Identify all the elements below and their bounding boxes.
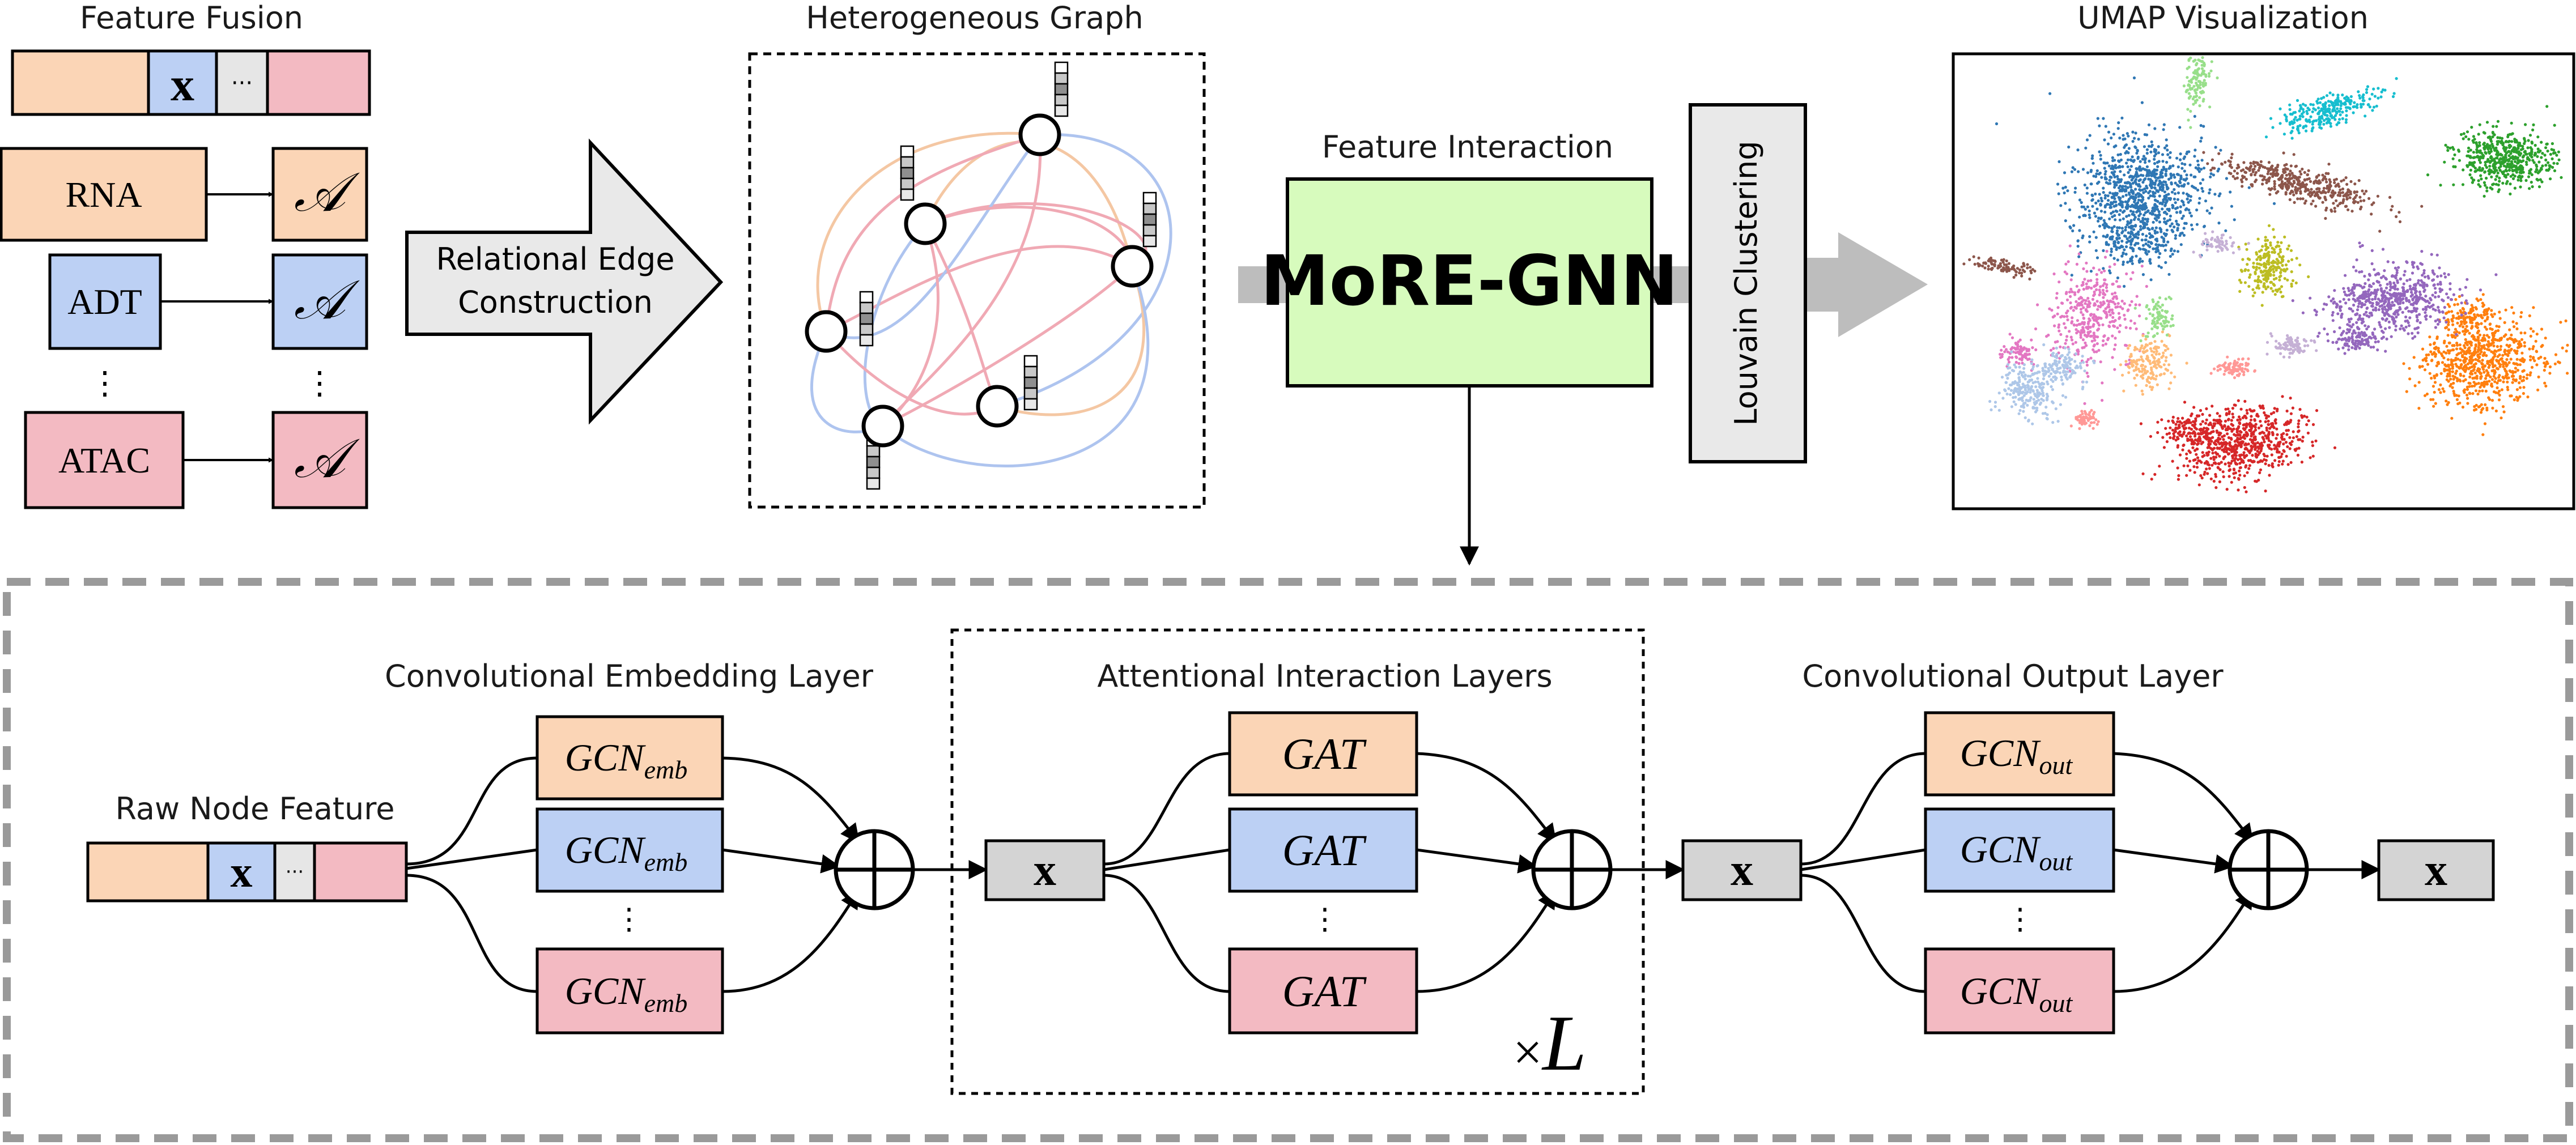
modality-rna: RNA 𝒜 xyxy=(1,148,367,240)
graph-node xyxy=(864,407,902,445)
hidden-x-box-2: x xyxy=(1683,841,1801,900)
graph-edge xyxy=(883,266,1148,466)
graph-node xyxy=(906,205,945,243)
gcn-out-sub-3: out xyxy=(2039,989,2073,1018)
embedding-layer-title: Convolutional Embedding Layer xyxy=(385,658,874,694)
gat-block-2: GAT xyxy=(1230,809,1417,891)
heterogeneous-graph-panel: Heterogeneous Graph xyxy=(750,0,1204,507)
raw-node-feature-title: Raw Node Feature xyxy=(116,791,395,827)
edge-construction-line2: Construction xyxy=(458,284,653,320)
edge-construction-line1: Relational Edge xyxy=(436,241,674,277)
gcn-emb-vdots: ⋮ xyxy=(614,904,644,936)
raw-dots: ··· xyxy=(286,861,304,883)
gcn-emb-sub-2: emb xyxy=(644,848,688,876)
gcn-emb-base-1: GCN xyxy=(565,736,646,779)
gcn-out-sub-1: out xyxy=(2039,751,2073,780)
gcn-out-base-1: GCN xyxy=(1960,731,2041,774)
gat-block-1: GAT xyxy=(1230,713,1417,795)
detail-panel: Raw Node Feature x ··· Convolutional Emb… xyxy=(88,630,2493,1093)
graph-edge xyxy=(997,266,1144,415)
interaction-layers-title: Attentional Interaction Layers xyxy=(1097,658,1552,694)
more-gnn-label: MoRE-GNN xyxy=(1260,241,1678,321)
node-feature-stack xyxy=(1144,193,1156,246)
hidden-x-label-1: x xyxy=(1034,845,1056,895)
gat-block-3: GAT xyxy=(1230,949,1417,1033)
node-feature-stack xyxy=(1055,62,1068,116)
modality-adt: ADT 𝒜 xyxy=(50,255,367,348)
output-x-label: x xyxy=(2425,845,2447,895)
umap-panel: UMAP Visualization xyxy=(1953,0,2574,509)
raw-x-symbol: x xyxy=(231,847,253,896)
gcn-out-block-1: GCNout xyxy=(1925,713,2114,795)
l-symbol: L xyxy=(1541,999,1587,1087)
louvain-label: Louvain Clustering xyxy=(1728,141,1764,425)
modality-adt-label: ADT xyxy=(67,282,142,322)
node-feature-stack xyxy=(860,292,873,346)
feature-fusion-title: Feature Fusion xyxy=(80,0,303,36)
gcn-out-base-2: GCN xyxy=(1960,828,2041,871)
relational-edge-construction-arrow: Relational Edge Construction xyxy=(407,143,721,420)
louvain-clustering-block: Louvain Clustering xyxy=(1690,105,1805,462)
gat-label-2: GAT xyxy=(1282,825,1367,875)
gcn-out-vdots: ⋮ xyxy=(2005,904,2035,936)
fused-feature-vector: x ··· xyxy=(12,51,369,114)
sum-node-2 xyxy=(1533,831,1610,908)
graph-node xyxy=(807,312,845,351)
modality-atac-label: ATAC xyxy=(58,440,150,480)
gat-label-3: GAT xyxy=(1282,967,1367,1016)
graph-node xyxy=(1113,247,1151,286)
node-feature-stack xyxy=(1025,356,1037,410)
gcn-emb-sub-3: emb xyxy=(644,989,688,1018)
gcn-out-sub-2: out xyxy=(2039,847,2073,876)
feature-interaction-title: Feature Interaction xyxy=(1322,129,1613,165)
times-symbol: × xyxy=(1513,1023,1542,1081)
sum-node-1 xyxy=(836,831,913,908)
sum-node-3 xyxy=(2230,831,2307,908)
adjacency-vdots: ⋮ xyxy=(304,366,335,401)
node-feature-stack xyxy=(901,146,913,200)
gcn-emb-sub-1: emb xyxy=(644,755,688,784)
raw-node-feature-vector: x ··· xyxy=(88,843,406,901)
heterogeneous-graph-title: Heterogeneous Graph xyxy=(806,0,1143,36)
output-layer-title: Convolutional Output Layer xyxy=(1802,658,2224,694)
graph-edge xyxy=(826,331,997,414)
hidden-x-box-1: x xyxy=(986,841,1104,900)
vector-x-symbol: x xyxy=(171,58,194,111)
gat-vdots: ⋮ xyxy=(1310,904,1340,936)
gcn-out-block-3: GCNout xyxy=(1925,949,2114,1033)
feature-fusion-panel: Feature Fusion x ··· RNA 𝒜 ADT 𝒜 ⋮ ⋮ xyxy=(1,0,369,508)
graph-nodes xyxy=(807,62,1156,489)
gcn-emb-base-3: GCN xyxy=(565,969,646,1012)
modality-rna-label: RNA xyxy=(65,174,142,215)
modality-vdots: ⋮ xyxy=(89,366,121,401)
umap-title: UMAP Visualization xyxy=(2077,0,2369,36)
vector-dots: ··· xyxy=(231,70,253,96)
times-l-label: × L xyxy=(1513,999,1587,1087)
graph-node xyxy=(978,387,1017,425)
gcn-emb-block-2: GCNemb xyxy=(537,809,722,891)
gcn-out-base-3: GCN xyxy=(1960,969,2041,1012)
more-gnn-block: MoRE-GNN xyxy=(1260,179,1678,386)
gcn-emb-block-3: GCNemb xyxy=(537,949,722,1033)
graph-node xyxy=(1021,116,1059,154)
gcn-out-block-2: GCNout xyxy=(1925,809,2114,891)
modality-atac: ATAC 𝒜 xyxy=(25,412,367,508)
gat-label-1: GAT xyxy=(1282,729,1367,778)
flow-arrowhead xyxy=(1838,232,1928,337)
flow-band-right xyxy=(1806,258,1839,312)
hidden-x-label-2: x xyxy=(1731,845,1753,895)
gcn-emb-block-1: GCNemb xyxy=(537,717,722,799)
gcn-emb-base-2: GCN xyxy=(565,828,646,871)
output-x-box: x xyxy=(2379,841,2493,900)
